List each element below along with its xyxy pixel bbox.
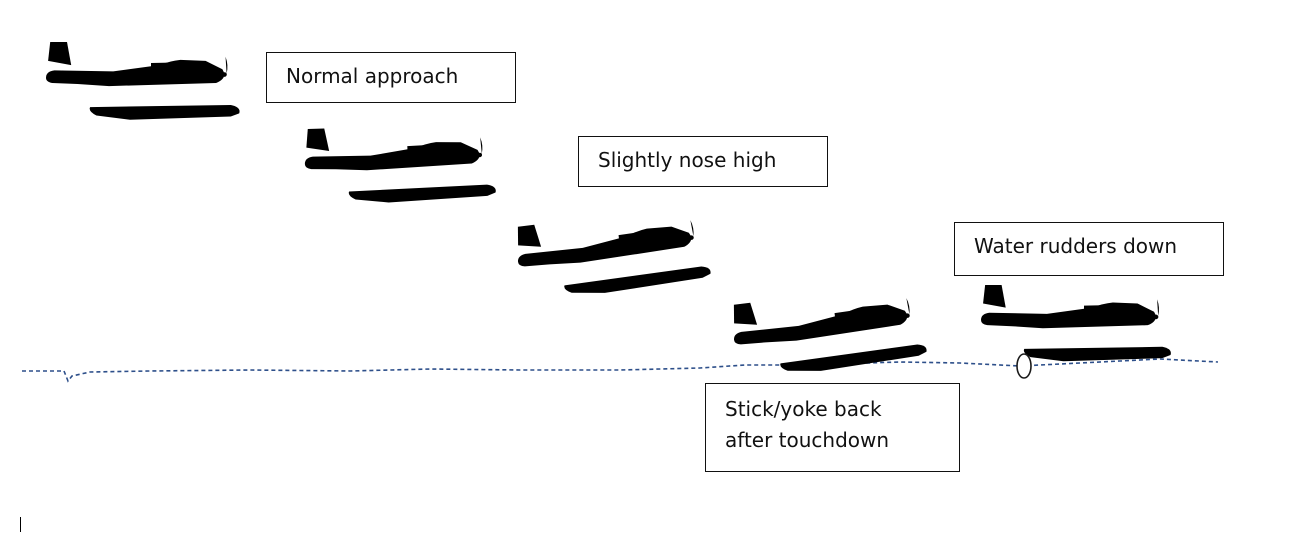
- floatplane-icon: [303, 122, 497, 206]
- label-normal-approach-text: Normal approach: [286, 64, 459, 88]
- floatplane-icon: [513, 204, 712, 303]
- floatplane-icon: [981, 285, 1171, 362]
- floatplane-icon: [46, 42, 240, 120]
- label-water-rudders-down-text: Water rudders down: [974, 234, 1178, 258]
- label-stick-yoke-back: Stick/yoke back after touchdown: [705, 383, 960, 472]
- floatplane-icon: [729, 282, 928, 381]
- water-rudder-icon: [1016, 353, 1032, 379]
- label-slightly-nose-high-text: Slightly nose high: [598, 148, 777, 172]
- water-surface-line: [22, 358, 1219, 383]
- label-normal-approach: Normal approach: [266, 52, 516, 103]
- label-stick-yoke-line-2: after touchdown: [725, 428, 890, 452]
- label-stick-yoke-line-1: Stick/yoke back: [725, 397, 882, 421]
- label-water-rudders-down: Water rudders down: [954, 222, 1224, 276]
- text-cursor: [20, 517, 21, 532]
- label-slightly-nose-high: Slightly nose high: [578, 136, 828, 187]
